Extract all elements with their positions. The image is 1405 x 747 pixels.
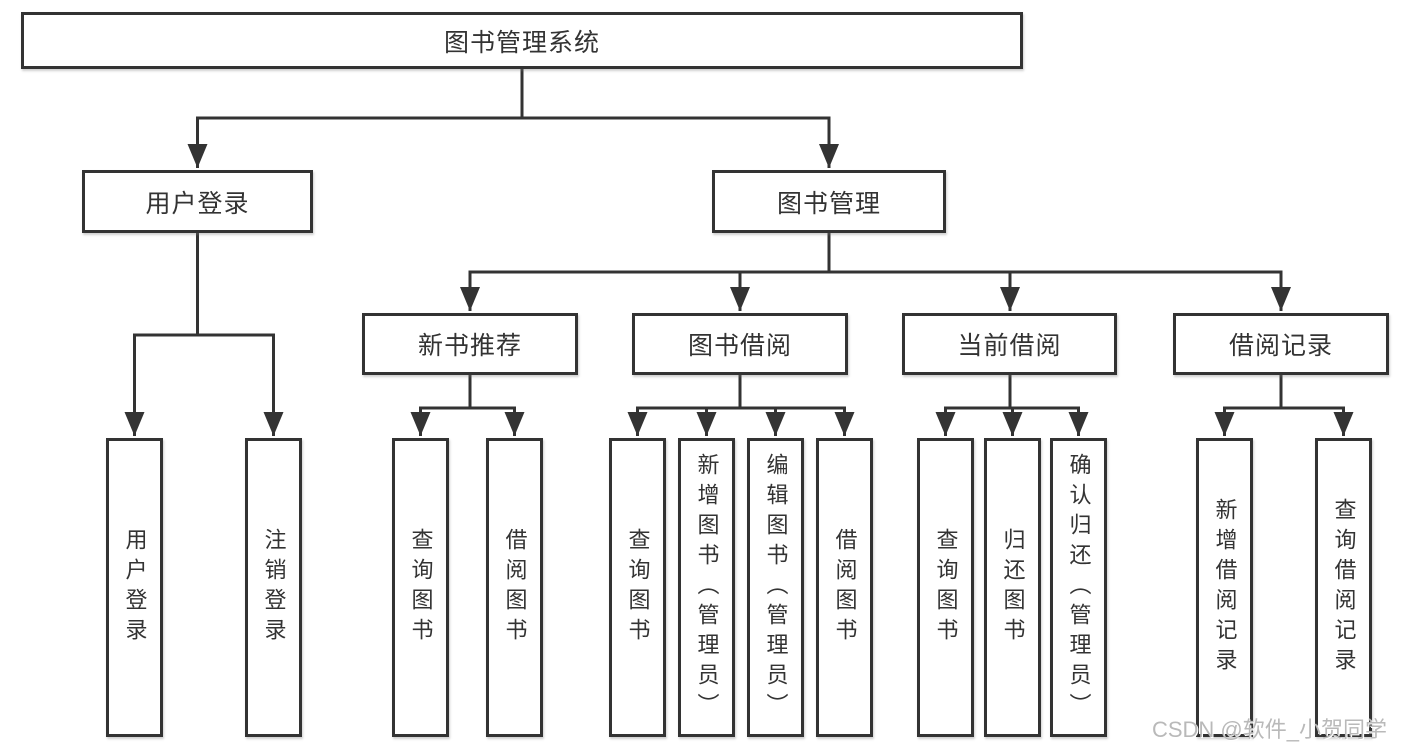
leaf-label: 新增图书（管理员）: [694, 452, 720, 723]
leaf-label: 确认归还（管理员）: [1066, 452, 1092, 723]
connector-root-to-level2: [187, 69, 839, 168]
leaf-label: 借阅图书: [832, 527, 858, 648]
node-leaf-borrow-book-2: 借阅图书: [816, 438, 873, 737]
connector-current-borrow-branch: [935, 375, 1089, 436]
node-root-system: 图书管理系统: [21, 12, 1023, 69]
connector-book-borrow-branch: [627, 375, 855, 436]
connector-book-mgmt-branch: [460, 233, 1291, 311]
leaf-label: 查询借阅记录: [1331, 497, 1357, 678]
leaf-label: 查询图书: [625, 527, 651, 648]
node-leaf-logout: 注销登录: [245, 438, 302, 737]
leaf-label: 注销登录: [261, 527, 287, 648]
node-borrow-record: 借阅记录: [1173, 313, 1389, 375]
leaf-label: 编辑图书（管理员）: [763, 452, 789, 723]
node-user-login: 用户登录: [82, 170, 313, 233]
connector-new-book-branch: [410, 375, 525, 436]
node-leaf-edit-book-admin: 编辑图书（管理员）: [747, 438, 804, 737]
node-book-borrow: 图书借阅: [632, 313, 848, 375]
node-leaf-user-login: 用户登录: [106, 438, 163, 737]
leaf-label: 新增借阅记录: [1212, 497, 1238, 678]
node-leaf-query-book-1: 查询图书: [392, 438, 449, 737]
node-current-borrow: 当前借阅: [902, 313, 1117, 375]
leaf-label: 归还图书: [1000, 527, 1026, 648]
leaf-label: 借阅图书: [502, 527, 528, 648]
node-new-book-recommend: 新书推荐: [362, 313, 578, 375]
leaf-label: 查询图书: [933, 527, 959, 648]
connector-borrow-record-branch: [1214, 375, 1354, 436]
node-leaf-query-book-2: 查询图书: [609, 438, 666, 737]
node-leaf-query-borrow-record: 查询借阅记录: [1315, 438, 1372, 737]
leaf-label: 查询图书: [408, 527, 434, 648]
connector-user-login-branch: [124, 233, 284, 436]
node-leaf-query-book-3: 查询图书: [917, 438, 974, 737]
node-leaf-add-book-admin: 新增图书（管理员）: [678, 438, 735, 737]
node-book-management: 图书管理: [712, 170, 946, 233]
node-leaf-add-borrow-record: 新增借阅记录: [1196, 438, 1253, 737]
node-leaf-return-book: 归还图书: [984, 438, 1041, 737]
csdn-watermark: CSDN @软件_小贺同学: [1151, 717, 1387, 742]
node-leaf-borrow-book-1: 借阅图书: [486, 438, 543, 737]
leaf-label: 用户登录: [122, 527, 148, 648]
node-leaf-confirm-return-admin: 确认归还（管理员）: [1050, 438, 1107, 737]
